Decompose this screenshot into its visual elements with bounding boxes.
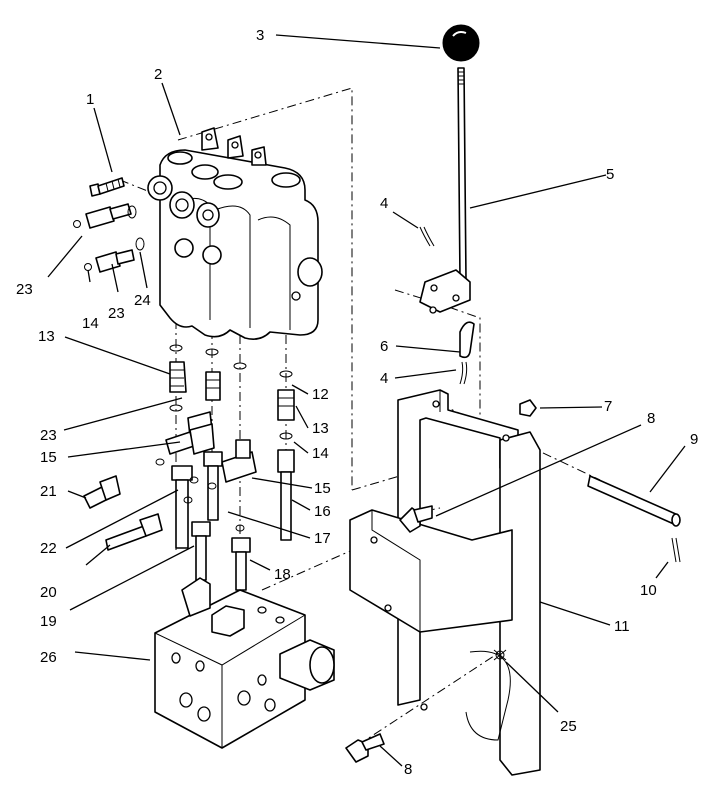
callout-2: 2 bbox=[154, 66, 162, 83]
fitting-20 bbox=[105, 513, 163, 551]
callout-7: 7 bbox=[604, 398, 612, 415]
callout-14a: 14 bbox=[82, 315, 99, 332]
control-lever bbox=[419, 24, 480, 314]
callout-20: 20 bbox=[40, 584, 57, 601]
callout-23c: 23 bbox=[40, 427, 57, 444]
callout-25: 25 bbox=[560, 718, 577, 735]
callout-4b: 4 bbox=[380, 370, 388, 387]
callout-9: 9 bbox=[690, 431, 698, 448]
callout-12: 12 bbox=[312, 386, 329, 403]
callout-13b: 13 bbox=[312, 420, 329, 437]
left-fittings bbox=[73, 203, 145, 273]
callout-21: 21 bbox=[40, 483, 57, 500]
callout-23b: 23 bbox=[108, 305, 125, 322]
callout-1: 1 bbox=[86, 91, 94, 108]
callout-3: 3 bbox=[256, 27, 264, 44]
callout-13a: 13 bbox=[38, 328, 55, 345]
leader-lines bbox=[47, 34, 686, 767]
pins-and-clips bbox=[419, 226, 475, 385]
callout-14b: 14 bbox=[312, 445, 329, 462]
callout-18: 18 bbox=[274, 566, 291, 583]
callout-4: 4 bbox=[380, 195, 388, 212]
callout-19: 19 bbox=[40, 613, 57, 630]
valve-bolt bbox=[89, 177, 125, 197]
callout-5: 5 bbox=[606, 166, 614, 183]
callout-23a: 23 bbox=[16, 281, 33, 298]
fasteners bbox=[345, 399, 681, 763]
control-valve-body bbox=[147, 127, 323, 340]
callout-15a: 15 bbox=[40, 449, 57, 466]
callout-labels: 1 2 3 4 5 4 6 7 8 9 10 11 12 13 13 14 14… bbox=[16, 27, 698, 778]
callout-8: 8 bbox=[647, 410, 655, 427]
callout-8b: 8 bbox=[404, 761, 412, 778]
callout-17: 17 bbox=[314, 530, 331, 547]
callout-24: 24 bbox=[134, 292, 151, 309]
callout-11: 11 bbox=[614, 618, 630, 635]
manifold-block bbox=[154, 577, 335, 749]
callout-26: 26 bbox=[40, 649, 57, 666]
callout-22: 22 bbox=[40, 540, 57, 557]
callout-6: 6 bbox=[380, 338, 388, 355]
callout-16: 16 bbox=[314, 503, 331, 520]
callout-15b: 15 bbox=[314, 480, 331, 497]
mounting-bracket bbox=[349, 389, 541, 776]
callout-10: 10 bbox=[640, 582, 657, 599]
fitting-21 bbox=[83, 475, 121, 509]
fitting-stack bbox=[155, 344, 295, 591]
